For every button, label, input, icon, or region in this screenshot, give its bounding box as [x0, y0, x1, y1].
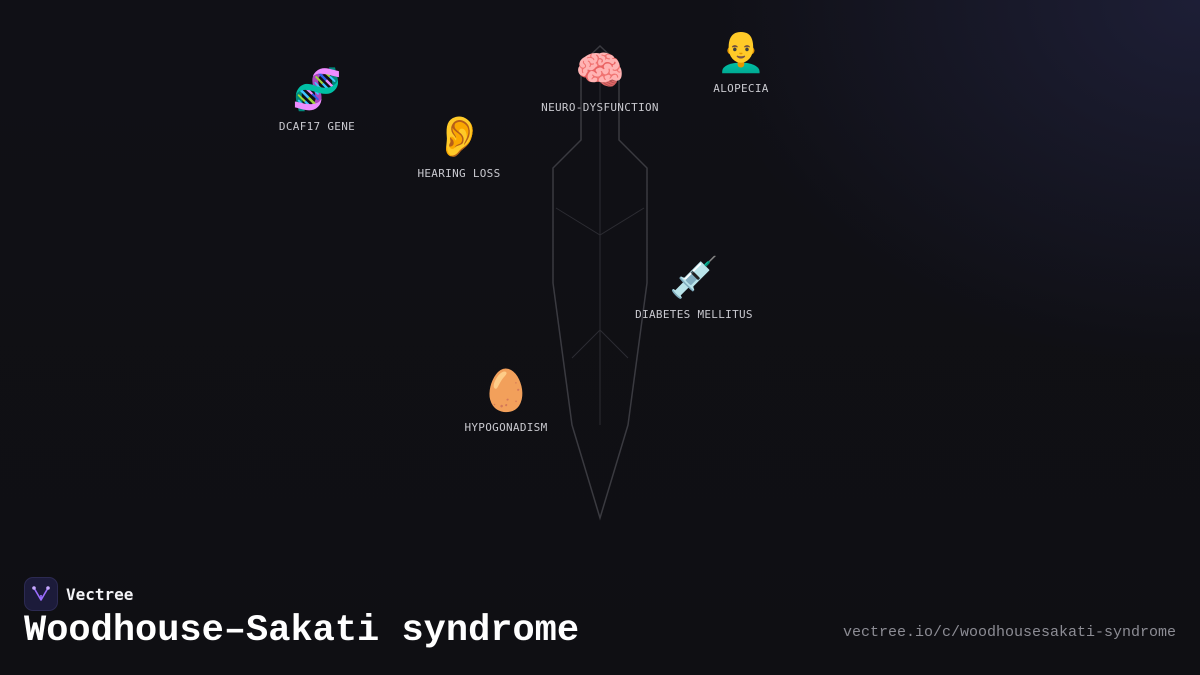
node-label: NEURO-DYSFUNCTION	[541, 101, 659, 114]
body-hip-lines	[571, 329, 629, 359]
page-title: Woodhouse–Sakati syndrome	[24, 610, 580, 652]
brand-name: Vectree	[66, 584, 134, 604]
vectree-logo-icon	[24, 577, 58, 611]
page-url[interactable]: vectree.io/c/woodhousesakati-syndrome	[842, 624, 1176, 641]
brand[interactable]: Vectree	[24, 577, 133, 611]
node-label: ALOPECIA	[713, 82, 769, 95]
node-neuro-dysfunction[interactable]: 🧠 NEURO-DYSFUNCTION	[541, 47, 659, 114]
egg-icon: 🥚	[481, 368, 531, 414]
ear-icon: 👂	[434, 114, 484, 160]
node-label: DIABETES MELLITUS	[635, 308, 753, 321]
body-rib-lines	[555, 207, 645, 236]
node-label: HYPOGONADISM	[464, 421, 548, 434]
node-dcaf17-gene[interactable]: 🧬 DCAF17 GENE	[279, 66, 355, 133]
node-hearing-loss[interactable]: 👂 HEARING LOSS	[417, 113, 500, 180]
node-label: DCAF17 GENE	[278, 120, 356, 133]
node-label: HEARING LOSS	[417, 167, 501, 180]
node-alopecia[interactable]: 👨‍🦲 ALOPECIA	[713, 28, 768, 95]
node-hypogonadism[interactable]: 🥚 HYPOGONADISM	[464, 367, 547, 434]
body-silhouette	[552, 44, 648, 521]
bald-man-icon: 👨‍🦲	[716, 29, 766, 75]
dna-icon: 🧬	[292, 67, 342, 113]
syringe-icon: 💉	[669, 255, 719, 301]
brain-icon: 🧠	[575, 48, 625, 94]
node-diabetes-mellitus[interactable]: 💉 DIABETES MELLITUS	[635, 254, 753, 321]
